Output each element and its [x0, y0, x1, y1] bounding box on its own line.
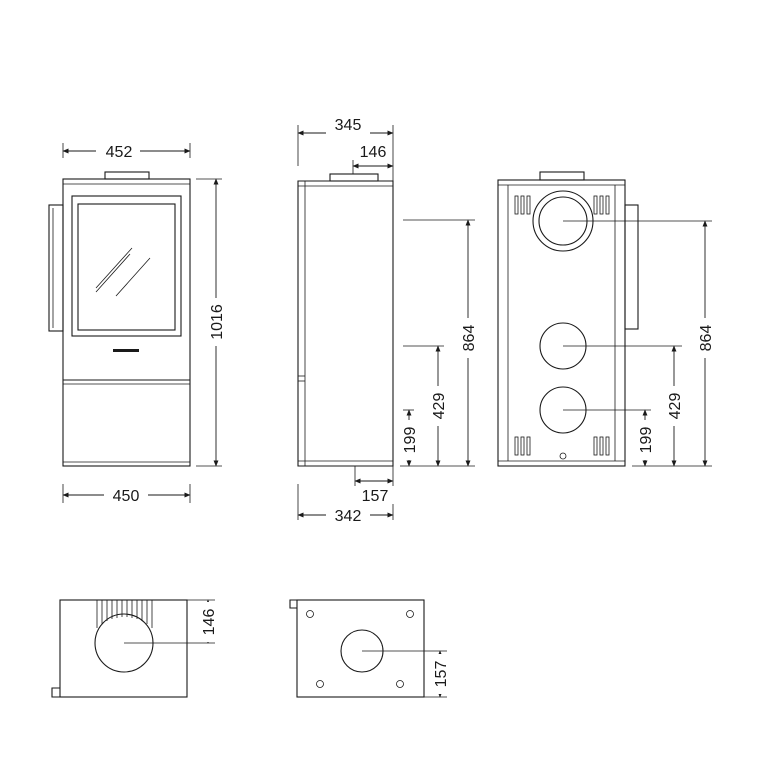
side-flue-collar: [329, 173, 379, 182]
side-rear-outlet-height-label: 864: [461, 325, 478, 352]
side-body-outline: [297, 180, 394, 467]
label-mask: [352, 142, 392, 160]
glass-reflection-2: [95, 247, 133, 289]
rear-lower-outlet-height-label: 199: [638, 427, 655, 454]
top-view: 146: [51, 599, 218, 698]
label-mask: [206, 298, 226, 346]
front-height-label: 1016: [209, 304, 226, 340]
top-left-tab: [51, 687, 60, 698]
label-mask: [326, 116, 370, 134]
rear-vent-bottom-left: [514, 436, 531, 456]
bottom-view: 157: [289, 599, 450, 698]
rear-vent-top-right: [593, 195, 610, 215]
front-flue-collar: [104, 171, 150, 180]
label-mask: [354, 486, 394, 504]
label-mask: [198, 602, 218, 642]
label-mask: [428, 386, 448, 426]
bottom-foot-top-right: [406, 610, 414, 618]
top-flue-offset-label: 146: [201, 609, 218, 636]
glass-reflection-3: [115, 257, 151, 297]
side-foot-offset-label: 157: [362, 488, 389, 505]
rear-outlet-height-label: 864: [698, 325, 715, 352]
front-door-handle: [48, 204, 64, 332]
rear-door-handle: [624, 204, 639, 330]
label-mask: [664, 386, 684, 426]
rear-air-hole: [559, 452, 567, 460]
rear-flue-collar: [539, 171, 585, 181]
front-view: 452 450 1016: [48, 142, 226, 505]
label-mask: [430, 654, 450, 694]
label-mask: [458, 318, 478, 358]
front-width-top-label: 452: [106, 144, 133, 161]
glass-reflection-1: [95, 253, 131, 293]
rear-view: 864 429 199: [497, 171, 715, 467]
top-body-outline: [59, 599, 188, 698]
label-mask: [326, 507, 370, 525]
rear-vent-bottom-right: [593, 436, 610, 456]
front-door-frame: [71, 195, 182, 337]
label-mask: [695, 318, 715, 358]
side-lower-outlet-height-label: 199: [402, 427, 419, 454]
brand-badge: [113, 349, 139, 352]
rear-vent-top-left: [514, 195, 531, 215]
bottom-air-inlet-offset-label: 157: [433, 661, 450, 688]
bottom-left-tab: [289, 599, 297, 609]
label-mask: [104, 486, 148, 504]
label-mask: [96, 142, 140, 160]
side-depth-top-label: 345: [335, 117, 362, 134]
label-mask: [399, 420, 419, 460]
side-view: 345 146 157 342 864 429 199: [297, 116, 478, 525]
front-width-bottom-label: 450: [113, 488, 140, 505]
front-body-outline: [62, 178, 191, 467]
bottom-foot-top-left: [306, 610, 314, 618]
side-depth-bottom-label: 342: [335, 508, 362, 525]
label-mask: [635, 420, 655, 460]
bottom-body-outline: [296, 599, 425, 698]
bottom-foot-bottom-left: [316, 680, 324, 688]
front-door-glass: [77, 203, 176, 331]
rear-middle-outlet-height-label: 429: [667, 393, 684, 420]
side-flue-offset-label: 146: [360, 144, 387, 161]
side-middle-outlet-height-label: 429: [431, 393, 448, 420]
bottom-foot-bottom-right: [396, 680, 404, 688]
